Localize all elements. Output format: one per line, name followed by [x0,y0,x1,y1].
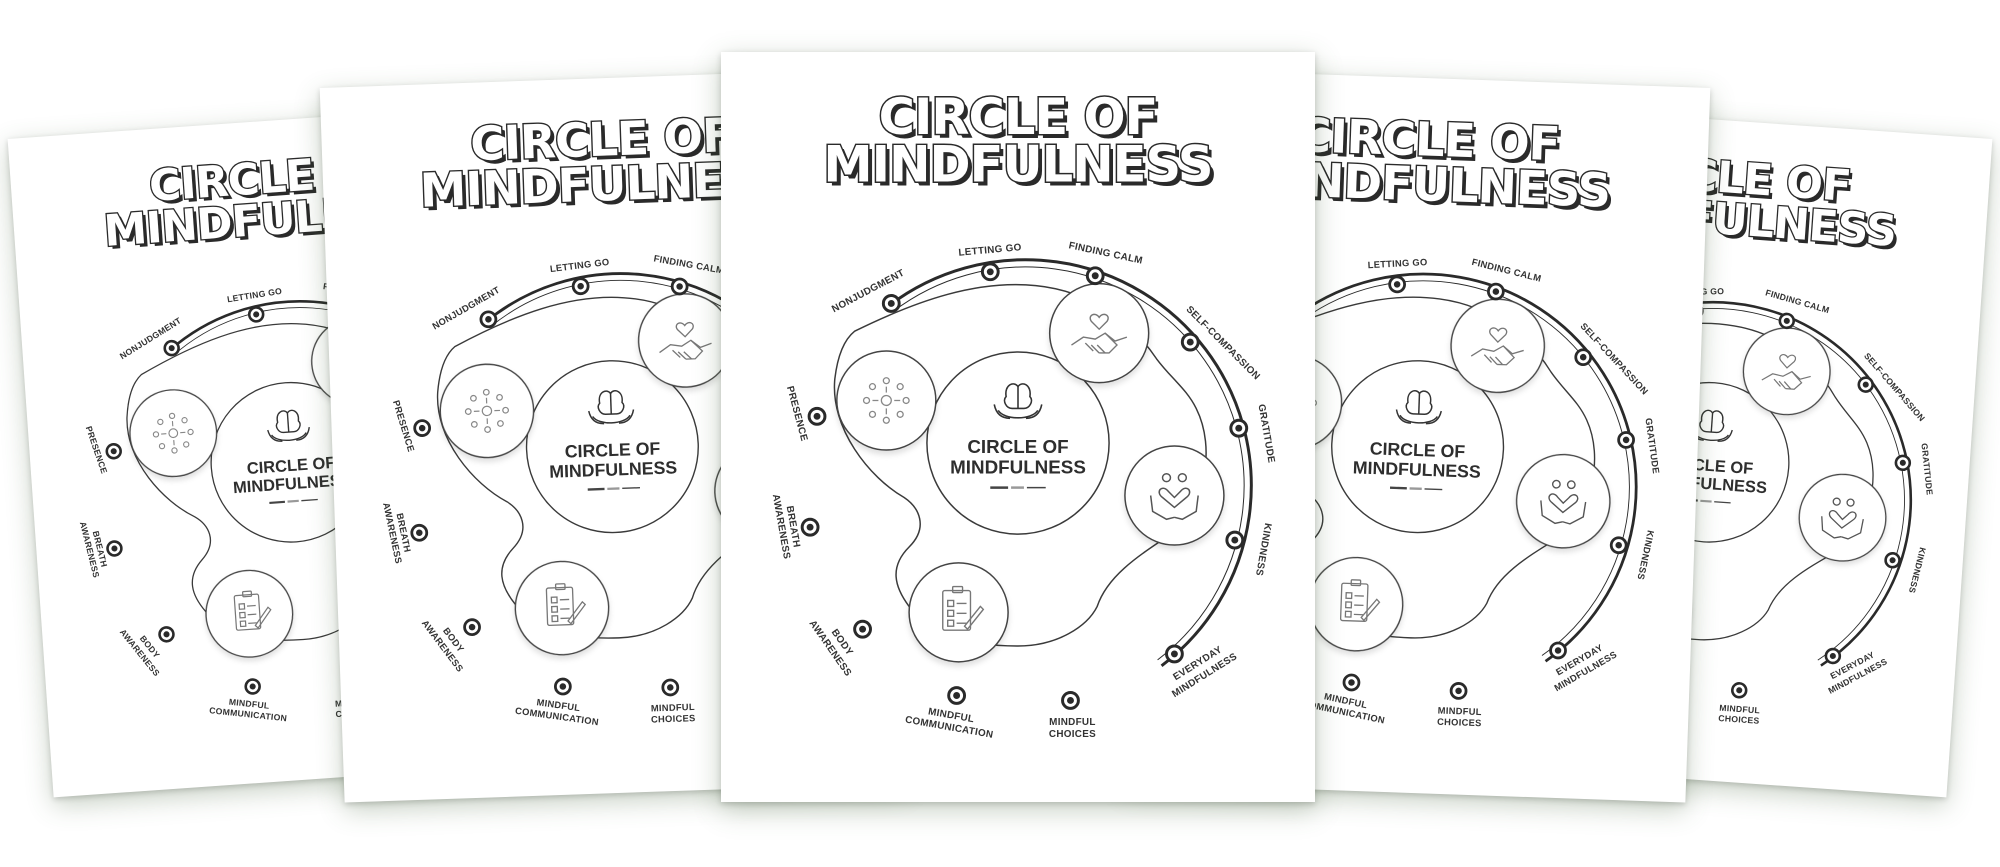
satellite-checklist [514,560,610,656]
svg-text:CIRCLE OF: CIRCLE OF [473,113,737,176]
center-circle [525,360,699,534]
satellite-hands-heart [1798,473,1887,562]
label-kindness: KINDNESS [1253,522,1273,577]
center-title-line1: CIRCLE OF [564,438,660,461]
svg-text:CIRCLE OF: CIRCLE OF [1296,109,1560,172]
center-circle [1331,360,1505,534]
center-title-line2: MINDFULNESS [950,457,1086,478]
svg-text:CIRCLE OF: CIRCLE OF [879,88,1158,146]
label-letting-go: LETTING GO [1367,257,1427,270]
label-finding-calm: FINDING CALM [653,253,725,275]
center-title-line1: CIRCLE OF [1369,438,1465,461]
label-finding-calm: FINDING CALM [1068,240,1144,266]
label-kindness: KINDNESS [1635,529,1655,580]
satellite-sunburst [439,363,535,459]
label-letting-go: LETTING GO [226,286,282,305]
brain-lotus-icon [267,409,310,442]
label-letting-go: LETTING GO [549,257,610,274]
satellite-sunburst [836,350,937,451]
label-choices-2: CHOICES [1718,713,1760,726]
sunburst-icon [152,412,194,454]
label-kindness: KINDNESS [1907,546,1928,594]
label-gratitude: GRATITUDE [1255,403,1276,464]
label-choices-2: CHOICES [651,713,696,725]
center-divider [1389,486,1443,491]
center-circle [926,351,1110,535]
satellite-checklist [1308,556,1404,652]
label-choices-1: MINDFUL [1438,706,1482,718]
svg-text:CIRCLE OF: CIRCLE OF [469,109,733,172]
poster-sheet-center: CIRCLE OF CIRCLE OF MINDFULNESS MINDFULN… [721,52,1315,802]
label-choices-1: MINDFUL [651,702,695,714]
label-gratitude: GRATITUDE [1919,443,1934,496]
checklist-icon [942,585,985,631]
hands-heart-icon [1821,497,1864,540]
label-letting-go: LETTING GO [958,242,1022,258]
checklist-icon [545,583,587,627]
label-presence: PRESENCE [391,399,416,453]
hands-heart-icon [1149,472,1199,521]
label-gratitude: GRATITUDE [1643,417,1661,474]
hands-heart-icon [1540,479,1587,525]
handshake-heart-icon [659,321,712,360]
center-title-line2: MINDFULNESS [549,457,678,481]
svg-text:MINDFULNESS: MINDFULNESS [827,140,1216,198]
label-presence: PRESENCE [84,425,110,475]
label-choices-1: MINDFUL [1049,717,1096,728]
poster-title: CIRCLE OF CIRCLE OF MINDFULNESS MINDFULN… [822,87,1218,198]
sunburst-icon [464,388,509,433]
center-divider [269,498,318,504]
center-title-line2: MINDFULNESS [1353,457,1482,481]
label-finding-calm: FINDING CALM [1471,257,1543,284]
satellite-hands-heart [1515,453,1611,549]
brain-lotus-icon [993,383,1043,420]
satellite-handshake [1048,282,1150,384]
handshake-heart-icon [1761,353,1811,390]
poster-artwork: CIRCLE OF CIRCLE OF MINDFULNESS MINDFULN… [770,87,1277,741]
satellite-sunburst [129,389,218,478]
label-choices-1: MINDFUL [1719,703,1761,716]
brain-lotus-icon [1395,390,1442,425]
svg-text:CIRCLE OF: CIRCLE OF [883,92,1162,150]
svg-text:MINDFULNESS: MINDFULNESS [823,136,1212,194]
center-divider [587,487,640,491]
checklist-icon [1339,579,1381,622]
label-presence: PRESENCE [784,385,809,443]
brain-lotus-icon [588,390,635,425]
label-choices-2: CHOICES [1049,729,1096,740]
sunburst-icon [862,377,910,424]
satellite-checklist [908,562,1009,663]
satellite-checklist [205,569,294,658]
center-title-line1: CIRCLE OF [967,436,1068,457]
svg-text:CIRCLE OF: CIRCLE OF [1300,113,1564,176]
label-comm-1: MINDFUL [228,697,270,711]
satellite-handshake [637,293,733,388]
handshake-heart-icon [1071,313,1128,354]
handshake-heart-icon [1470,327,1524,366]
satellite-hands-heart [1124,445,1225,546]
checklist-icon [233,590,272,631]
label-choices-2: CHOICES [1437,717,1482,729]
